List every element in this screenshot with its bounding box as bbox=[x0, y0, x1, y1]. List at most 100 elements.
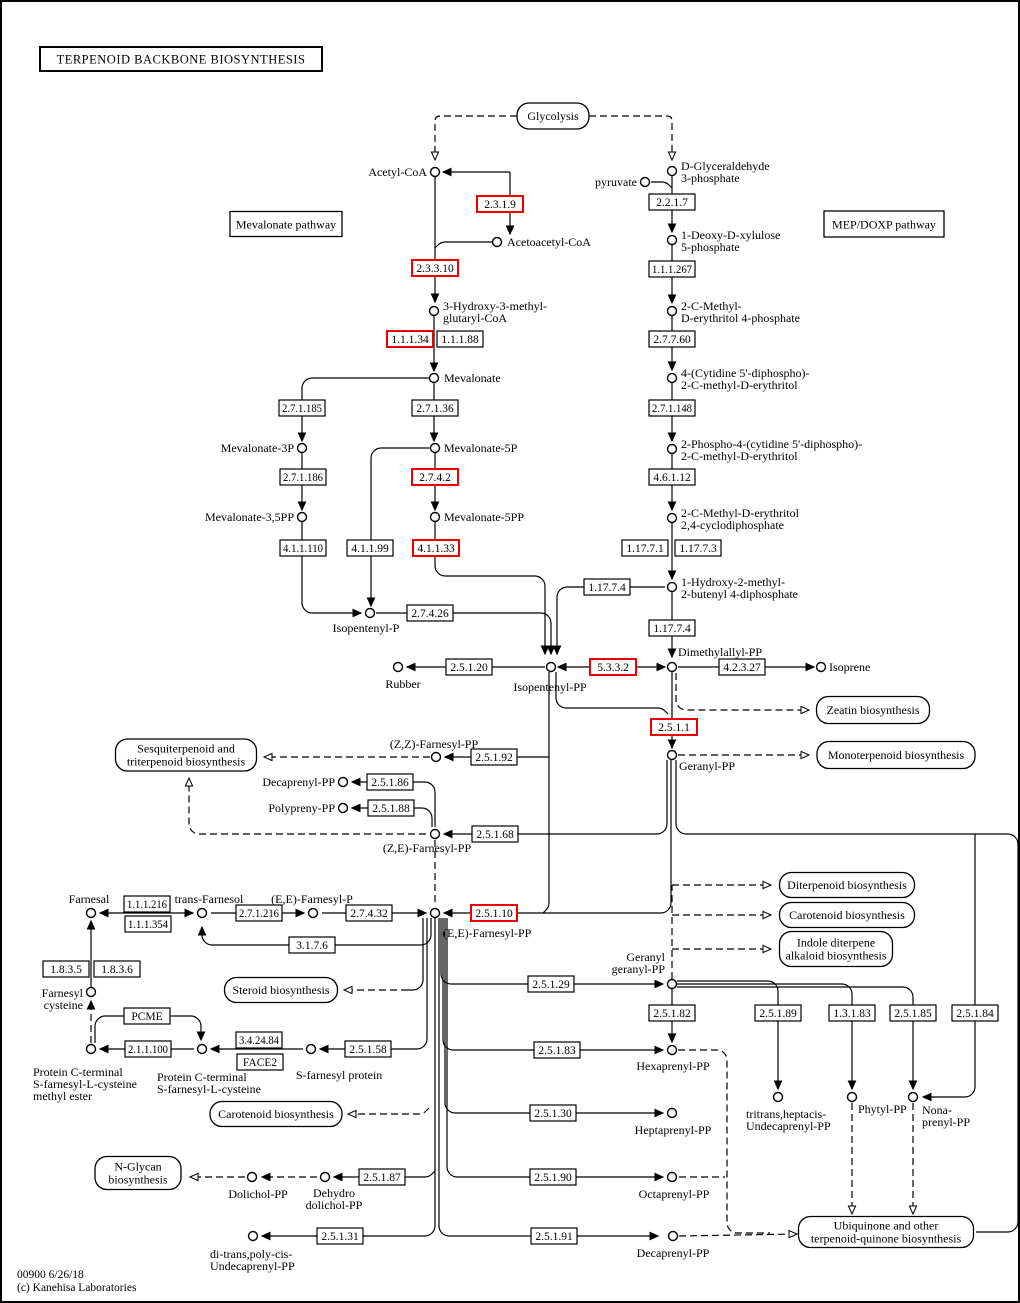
enzyme-box-2.5.1.86[interactable]: 2.5.1.86 bbox=[366, 773, 414, 791]
compound-octaprenyl-pp[interactable]: Octaprenyl-PP bbox=[639, 1171, 710, 1202]
enzyme-box-4.1.1.110[interactable]: 4.1.1.110 bbox=[279, 539, 327, 557]
enzyme-box-2.3.1.9[interactable]: 2.3.1.9 bbox=[476, 195, 524, 213]
enzyme-box-2.7.1.186[interactable]: 2.7.1.186 bbox=[279, 468, 327, 486]
compound-rubber[interactable]: Rubber bbox=[385, 661, 421, 692]
enzyme-box-1.17.7.1[interactable]: 1.17.7.1 bbox=[621, 539, 669, 557]
enzyme-box-1.3.1.83[interactable]: 1.3.1.83 bbox=[828, 1004, 876, 1022]
compound-hexaprenyl-pp[interactable]: Hexaprenyl-PP bbox=[636, 1044, 710, 1074]
enzyme-box-2.7.4.2[interactable]: 2.7.4.2 bbox=[411, 468, 459, 486]
compound-ee-farnesyl-p[interactable]: (E,E)-Farnesyl-P bbox=[271, 892, 353, 919]
enzyme-box-2.5.1.68[interactable]: 2.5.1.68 bbox=[471, 825, 519, 843]
compound-4-cytidine-5-diphospho-2-c-methyl-d-erythritol[interactable]: 4-(Cytidine 5'-diphospho)-2-C-methyl-D-e… bbox=[666, 366, 810, 392]
enzyme-box-2.5.1.1[interactable]: 2.5.1.1 bbox=[650, 718, 698, 736]
compound-phytyl-pp[interactable]: Phytyl-PP bbox=[846, 1091, 908, 1117]
enzyme-box-2.5.1.29[interactable]: 2.5.1.29 bbox=[527, 975, 575, 993]
enzyme-box-2.2.1.7[interactable]: 2.2.1.7 bbox=[648, 193, 696, 211]
pathway-box-carotenoid-biosynthesis-left[interactable]: Carotenoid biosynthesis bbox=[209, 1100, 343, 1128]
enzyme-box-2.5.1.10[interactable]: 2.5.1.10 bbox=[470, 904, 518, 922]
enzyme-box-2.5.1.58[interactable]: 2.5.1.58 bbox=[344, 1040, 392, 1058]
enzyme-box-3.4.24.84[interactable]: 3.4.24.84 bbox=[235, 1031, 283, 1049]
enzyme-box-2.7.1.36[interactable]: 2.7.1.36 bbox=[411, 399, 459, 417]
compound-2-c-methyl-d-erythritol-24-cyclodiphosphate[interactable]: 2-C-Methyl-D-erythritol2,4-cyclodiphosph… bbox=[666, 506, 800, 532]
pathway-box-carotenoid-biosynthesis-right[interactable]: Carotenoid biosynthesis bbox=[778, 901, 916, 929]
enzyme-box-4.1.1.33[interactable]: 4.1.1.33 bbox=[412, 539, 460, 557]
compound-mevalonate-3p[interactable]: Mevalonate-3P bbox=[221, 441, 308, 455]
enzyme-box-2.5.1.90[interactable]: 2.5.1.90 bbox=[529, 1168, 577, 1186]
enzyme-box-2.5.1.84[interactable]: 2.5.1.84 bbox=[951, 1004, 999, 1022]
enzyme-box-1.1.1.267[interactable]: 1.1.1.267 bbox=[648, 260, 696, 278]
compound-mevalonate-5p[interactable]: Mevalonate-5P bbox=[429, 441, 518, 455]
pathway-box-monoterpenoid-biosynthesis[interactable]: Monoterpenoid biosynthesis bbox=[816, 740, 976, 770]
compound-2-c-methyl-d-erythritol-4-phosphate[interactable]: 2-C-Methyl-D-erythritol 4-phosphate bbox=[666, 299, 800, 325]
enzyme-box-2.7.4.26[interactable]: 2.7.4.26 bbox=[406, 604, 454, 622]
enzyme-box-FACE2[interactable]: FACE2 bbox=[236, 1053, 284, 1071]
pathway-box-diterpenoid-biosynthesis[interactable]: Diterpenoid biosynthesis bbox=[778, 871, 916, 899]
enzyme-box-2.3.3.10[interactable]: 2.3.3.10 bbox=[411, 259, 459, 277]
enzyme-box-4.6.1.12[interactable]: 4.6.1.12 bbox=[648, 468, 696, 486]
enzyme-box-3.1.7.6[interactable]: 3.1.7.6 bbox=[288, 936, 336, 954]
enzyme-box-2.5.1.31[interactable]: 2.5.1.31 bbox=[316, 1227, 364, 1245]
compound-isopentenyl-p[interactable]: Isopentenyl-P bbox=[333, 607, 400, 636]
compound-pyruvate[interactable]: pyruvate bbox=[595, 175, 651, 189]
enzyme-box-2.7.1.185[interactable]: 2.7.1.185 bbox=[278, 399, 326, 417]
compound-decaprenyl-pp-upper[interactable]: Decaprenyl-PP bbox=[262, 775, 349, 789]
enzyme-box-2.7.4.32[interactable]: 2.7.4.32 bbox=[345, 904, 393, 922]
enzyme-box-2.5.1.20[interactable]: 2.5.1.20 bbox=[445, 658, 493, 676]
pathway-box-zeatin-biosynthesis[interactable]: Zeatin biosynthesis bbox=[815, 695, 931, 725]
enzyme-box-2.7.1.216[interactable]: 2.7.1.216 bbox=[235, 904, 283, 922]
enzyme-box-1.1.1.34[interactable]: 1.1.1.34 bbox=[386, 330, 434, 348]
enzyme-box-2.5.1.89[interactable]: 2.5.1.89 bbox=[754, 1004, 802, 1022]
compound-acetoacetyl-coa[interactable]: Acetoacetyl-CoA bbox=[491, 235, 592, 249]
enzyme-box-PCME[interactable]: PCME bbox=[123, 1007, 171, 1025]
enzyme-box-2.5.1.30[interactable]: 2.5.1.30 bbox=[529, 1104, 577, 1122]
compound-decaprenyl-pp-lower[interactable]: Decaprenyl-PP bbox=[637, 1230, 710, 1261]
enzyme-box-2.5.1.91[interactable]: 2.5.1.91 bbox=[530, 1227, 578, 1245]
enzyme-box-1.17.7.4[interactable]: 1.17.7.4 bbox=[648, 619, 696, 637]
enzyme-box-1.8.3.5[interactable]: 1.8.3.5 bbox=[42, 960, 90, 978]
compound-acetyl-coa[interactable]: Acetyl-CoA bbox=[368, 165, 441, 179]
enzyme-box-2.5.1.85[interactable]: 2.5.1.85 bbox=[889, 1004, 937, 1022]
compound-trans-farnesol[interactable]: trans-Farnesol bbox=[175, 892, 244, 919]
enzyme-box-1.8.3.6[interactable]: 1.8.3.6 bbox=[93, 960, 141, 978]
compound-1-hydroxy-2-methyl-2-butenyl-4-diphosphate[interactable]: 1-Hydroxy-2-methyl-2-butenyl 4-diphospha… bbox=[666, 575, 798, 601]
compound-dimethylallyl-pp[interactable]: Dimethylallyl-PP bbox=[666, 645, 763, 673]
enzyme-box-4.2.3.27[interactable]: 4.2.3.27 bbox=[718, 658, 766, 676]
enzyme-box-1.1.1.216[interactable]: 1.1.1.216 bbox=[123, 895, 171, 913]
compound-mevalonate-5pp[interactable]: Mevalonate-5PP bbox=[429, 510, 525, 524]
compound-nona-prenyl-pp[interactable]: Nona-prenyl-PP bbox=[907, 1091, 971, 1130]
enzyme-box-2.5.1.92[interactable]: 2.5.1.92 bbox=[470, 748, 518, 766]
enzyme-box-2.7.1.148[interactable]: 2.7.1.148 bbox=[648, 399, 696, 417]
enzyme-box-5.3.3.2[interactable]: 5.3.3.2 bbox=[589, 658, 637, 676]
compound-3-hydroxy-3-methyl-glutaryl-coa[interactable]: 3-Hydroxy-3-methyl-glutaryl-CoA bbox=[428, 299, 547, 325]
compound-mevalonate-35pp[interactable]: Mevalonate-3,5PP bbox=[205, 510, 308, 524]
enzyme-box-2.1.1.100[interactable]: 2.1.1.100 bbox=[124, 1040, 172, 1058]
compound-geranyl-pp[interactable]: Geranyl-PP bbox=[666, 749, 736, 774]
enzyme-box-2.5.1.88[interactable]: 2.5.1.88 bbox=[367, 799, 415, 817]
enzyme-box-1.17.7.3[interactable]: 1.17.7.3 bbox=[674, 539, 722, 557]
pathway-box-glycolysis[interactable]: Glycolysis bbox=[516, 102, 590, 130]
compound-polypreny-pp[interactable]: Polypreny-PP bbox=[268, 801, 349, 815]
compound-di-trans-poly-cis-undecaprenyl-pp[interactable]: di-trans,poly-cis-Undecaprenyl-PP bbox=[210, 1230, 295, 1274]
compound-ee-farnesyl-pp[interactable]: (E,E)-Farnesyl-PP bbox=[429, 907, 532, 941]
compound-protein-c-terminal-s-farnesyl-l-cysteine-methyl-ester[interactable]: Protein C-terminalS-farnesyl-L-cysteinem… bbox=[33, 1043, 137, 1104]
enzyme-box-2.5.1.87[interactable]: 2.5.1.87 bbox=[358, 1168, 406, 1186]
enzyme-box-2.7.7.60[interactable]: 2.7.7.60 bbox=[648, 330, 696, 348]
enzyme-box-1.17.7.4[interactable]: 1.17.7.4 bbox=[583, 578, 631, 596]
enzyme-box-4.1.1.99[interactable]: 4.1.1.99 bbox=[346, 539, 394, 557]
compound-2-phospho-4-cytidine-5-diphospho-2-c-methyl-d-erythritol[interactable]: 2-Phospho-4-(cytidine 5'-diphospho)-2-C-… bbox=[666, 437, 863, 463]
compound-mevalonate[interactable]: Mevalonate bbox=[428, 371, 501, 385]
compound-dolichol-pp[interactable]: Dolichol-PP bbox=[228, 1171, 288, 1202]
compound-s-farnesyl-protein[interactable]: S-farnesyl protein bbox=[296, 1043, 382, 1083]
compound-isopentenyl-pp[interactable]: Isopentenyl-PP bbox=[513, 661, 587, 695]
enzyme-box-2.5.1.83[interactable]: 2.5.1.83 bbox=[533, 1041, 581, 1059]
enzyme-box-2.5.1.82[interactable]: 2.5.1.82 bbox=[648, 1004, 696, 1022]
